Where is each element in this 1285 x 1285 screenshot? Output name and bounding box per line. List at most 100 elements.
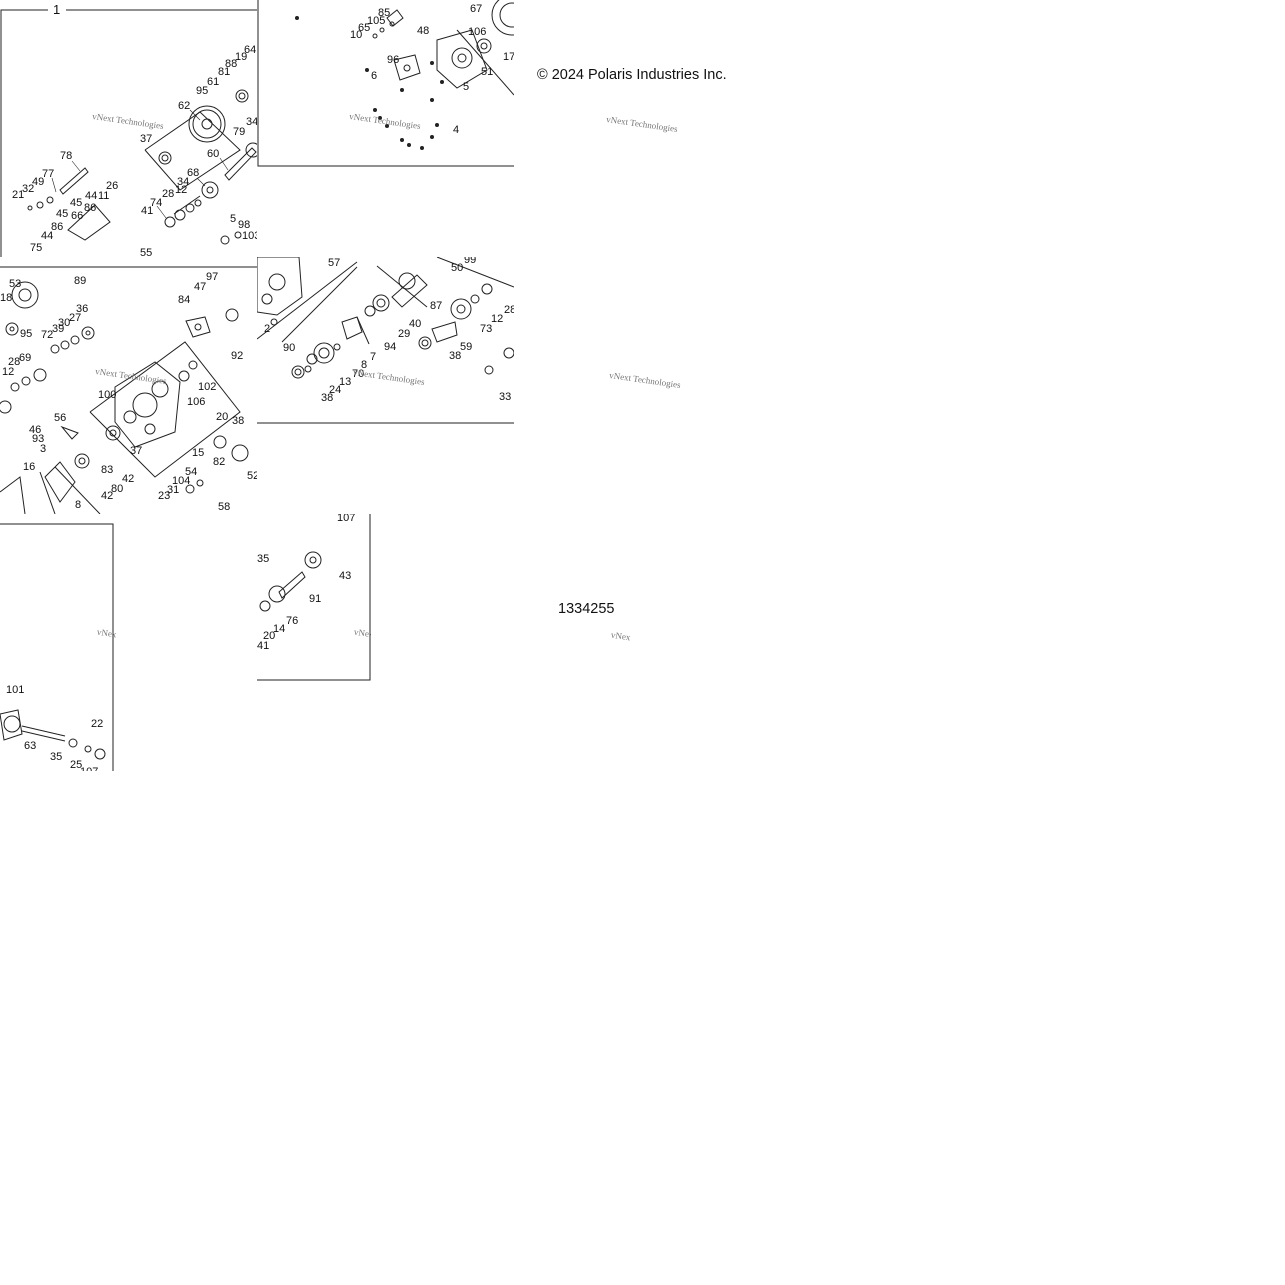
callout-45b: 45	[56, 208, 69, 220]
callout-6: 6	[371, 70, 378, 82]
callout-101: 101	[6, 684, 25, 696]
callout-64: 64	[244, 44, 257, 56]
callout-52: 52	[247, 470, 257, 482]
callout-11: 11	[98, 190, 110, 202]
callout-95: 95	[196, 85, 209, 97]
callout-22: 22	[91, 718, 104, 730]
callout-26b: 26	[106, 180, 119, 192]
callout-23: 23	[158, 490, 171, 502]
callout-88: 88	[225, 58, 238, 70]
callout-76: 76	[286, 615, 299, 627]
callout-102: 102	[198, 381, 217, 393]
callout-45: 45	[70, 197, 83, 209]
callout-41: 41	[257, 640, 270, 652]
callout-75: 75	[30, 242, 43, 254]
gear-train-drawing	[0, 9, 257, 257]
callout-96: 96	[387, 54, 400, 66]
callout-28: 28	[504, 304, 514, 316]
callout-65: 65	[358, 22, 371, 34]
callout-100: 100	[98, 389, 117, 401]
callout-107: 107	[80, 767, 98, 772]
callout-77: 77	[42, 168, 55, 180]
callout-73: 73	[480, 323, 493, 335]
callout-5: 5	[463, 81, 470, 93]
callout-84: 84	[178, 294, 191, 306]
callout-58: 58	[218, 501, 231, 513]
callout-97: 97	[206, 271, 219, 283]
callout-13: 13	[339, 376, 352, 388]
cover-drawing	[257, 0, 514, 167]
callout-12: 12	[2, 366, 15, 378]
callout-4: 4	[453, 124, 460, 136]
callout-61: 61	[207, 76, 220, 88]
shafts-drawing	[257, 257, 514, 424]
callout-21: 21	[12, 189, 25, 201]
callout-56: 56	[54, 412, 67, 424]
callout-35: 35	[50, 751, 63, 763]
callout-106: 106	[187, 396, 206, 408]
callout-83: 83	[101, 464, 114, 476]
callout-60: 60	[207, 148, 220, 160]
callout-47: 47	[194, 281, 207, 293]
callout-53: 53	[9, 278, 22, 290]
callout-106: 106	[468, 26, 487, 38]
callout-93: 93	[32, 433, 45, 445]
callout-39: 39	[52, 323, 65, 335]
callout-86: 86	[84, 202, 97, 214]
case-drawing	[0, 266, 257, 514]
diagram-number: 1334255	[558, 601, 615, 617]
callout-28: 28	[8, 356, 21, 368]
callout-92: 92	[231, 350, 244, 362]
callout-41: 41	[141, 205, 154, 217]
diagram-tile-case: 53 89 18 95 36 27 30 72 39 69 28 12 97 4…	[0, 257, 257, 514]
callout-54: 54	[185, 466, 198, 478]
callout-36: 36	[76, 303, 89, 315]
callout-86b: 86	[51, 221, 64, 233]
diagram-tile-gear-train: 1 26 19 64 88 81 61 62 95 37 79 34 60 68…	[0, 0, 257, 257]
callout-35: 35	[257, 553, 270, 565]
callout-105: 105	[367, 15, 386, 27]
callout-67: 67	[470, 3, 483, 15]
callout-68: 68	[187, 167, 200, 179]
callout-44: 44	[85, 190, 98, 202]
watermark: vNext Technologies	[608, 370, 682, 390]
callout-24: 24	[329, 384, 342, 396]
callout-87: 87	[430, 300, 443, 312]
callout-37: 37	[130, 445, 143, 457]
input-shaft-drawing	[257, 514, 371, 681]
callout-46: 46	[29, 424, 42, 436]
callout-42: 42	[122, 473, 135, 485]
callout-34b: 34	[177, 176, 190, 188]
callout-79: 79	[233, 126, 246, 138]
callout-29: 29	[398, 328, 411, 340]
callout-25: 25	[70, 759, 83, 771]
callout-43: 43	[339, 570, 352, 582]
callout-91: 91	[309, 593, 322, 605]
callout-10: 10	[350, 29, 363, 41]
diagram-tile-output-shaft: 101 63 35 22 25 107 vNex	[0, 514, 257, 771]
callout-12: 12	[491, 313, 504, 325]
diagram-tile-cover: 85 105 65 10 48 96 6 51 5 4 67 106 17 vN…	[257, 0, 514, 257]
callout-107: 107	[337, 514, 356, 524]
callout-7: 7	[370, 351, 377, 363]
callout-17: 17	[503, 51, 514, 63]
callout-33: 33	[499, 391, 512, 403]
callout-14: 14	[273, 623, 286, 635]
callout-82: 82	[213, 456, 226, 468]
callout-38: 38	[232, 415, 245, 427]
callout-69: 69	[19, 352, 32, 364]
callout-34: 34	[246, 116, 257, 128]
diagram-tile-input-shaft: 107 35 43 91 76 14 20 41 vNex	[257, 514, 371, 681]
callout-94: 94	[384, 341, 397, 353]
watermark-short: vNex	[610, 629, 632, 643]
callout-38b: 38	[449, 350, 462, 362]
callout-59: 59	[460, 341, 473, 353]
callout-38: 38	[321, 392, 334, 404]
diagram-tile-shafts: 57 50 99 87 29 40 28 12 73 2 90 94 7 8 7…	[257, 257, 514, 514]
output-shaft-drawing	[0, 523, 114, 771]
callout-16: 16	[23, 461, 36, 473]
callout-31: 31	[167, 484, 180, 496]
callout-63: 63	[24, 740, 37, 752]
callout-95: 95	[20, 328, 33, 340]
callout-89: 89	[74, 275, 87, 287]
